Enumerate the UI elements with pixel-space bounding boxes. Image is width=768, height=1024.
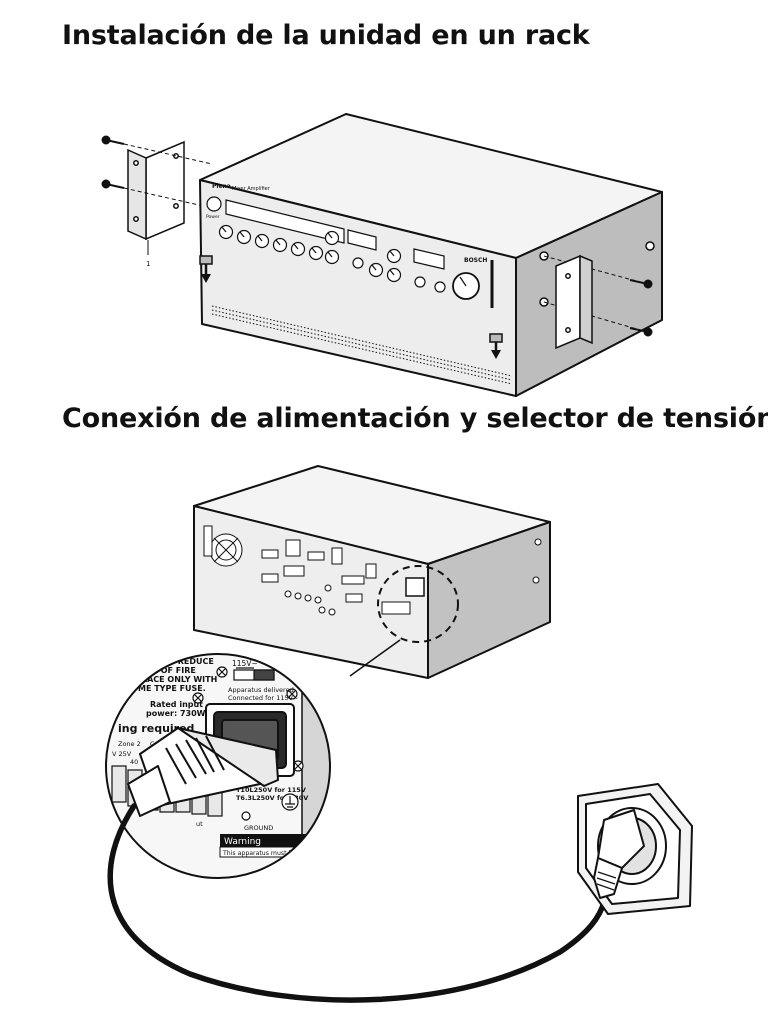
svg-text:N: TO REDUCE: N: TO REDUCE [150,657,214,666]
power-cable [107,803,607,1003]
apparatus-note-line2: Connected for 115V~ [228,694,298,702]
apparatus-note-line1: Apparatus delivered [228,686,294,694]
voltage-selector-switch[interactable] [233,667,275,681]
power-connection-illustration: N: TO REDUCE SK OF FIRE LACE ONLY WITH M… [105,465,693,1003]
callout-number: 1 [146,260,150,268]
zone2-label: Zone 2 [118,740,141,748]
power-plug-icon [127,727,279,817]
power-button [206,196,222,212]
model-sub-label: Mixer Amplifier [232,186,271,192]
svg-text:LACE ONLY WITH: LACE ONLY WITH [142,675,217,684]
voltage-115-label: 115V~ [232,659,258,668]
voltage-230-label: 230V~ [268,659,294,668]
warning-title: Warning [224,837,261,847]
arrow-down-icon [201,264,501,359]
output-label: ut [196,820,203,828]
screw-icon [101,135,125,189]
power-inlet-small [405,577,425,597]
power-label: Power [206,214,220,220]
ground-label: GROUND [244,824,273,832]
section-heading-rack: Instalación de la unidad en un rack [62,20,590,51]
svg-text:ME TYPE FUSE.: ME TYPE FUSE. [138,684,206,693]
rear-panel-details [203,525,542,616]
fire-warning-text: N: TO REDUCE SK OF FIRE LACE ONLY WITH M… [138,657,217,693]
wall-outlet-icon [577,783,693,915]
screw-icon [629,279,653,337]
model-label: Plena [212,183,231,190]
svg-text:SK OF FIRE: SK OF FIRE [146,666,196,675]
warning-text: This apparatus must be grounded [222,850,328,857]
brand-logo: BOSCH [464,257,487,264]
amplifier-front-panel [206,196,494,308]
rated-input-line1: Rated input [150,700,203,709]
rack-bracket-right [555,254,593,350]
rack-bracket-left [127,140,185,241]
amplifier-rear [193,465,551,679]
fuse-115-label: T10L250V for 115V [236,786,306,794]
rack-mount-illustration: 1 [101,113,663,397]
v25-label: V 25V [112,750,132,758]
section-heading-power: Conexión de alimentación y selector de t… [62,403,768,434]
rated-input-line2: power: 730W [146,709,206,718]
fuse-230-label: T6.3L250V for 230V [236,794,308,802]
magnified-inset: N: TO REDUCE SK OF FIRE LACE ONLY WITH M… [106,654,330,878]
zoom-highlight-circle [377,565,459,643]
ground-symbol-icon [241,793,299,821]
n40-label: 40 [130,758,138,766]
